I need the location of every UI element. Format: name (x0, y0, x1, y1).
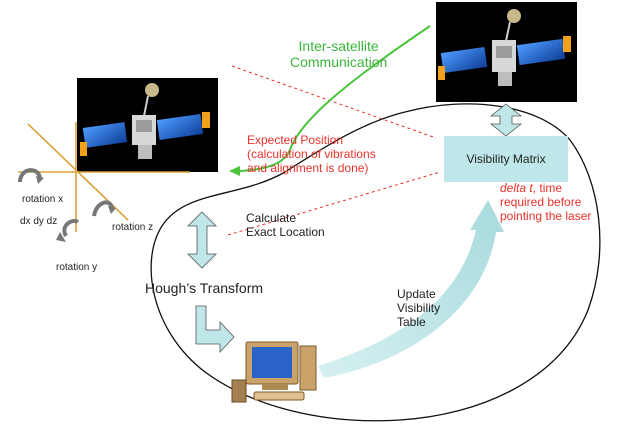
rotation-z-icon (92, 200, 116, 217)
satellite-right (436, 2, 577, 102)
dxdydz-label: dx dy dz (20, 216, 58, 227)
update-curved-arrow (318, 200, 504, 378)
visibility-matrix-box: Visibility Matrix (444, 136, 568, 182)
computer-icon (231, 341, 317, 403)
satellite-matrix-double-arrow (489, 103, 523, 137)
hough-bent-arrow (195, 305, 235, 354)
hough-label: Hough’s Transform (145, 280, 264, 296)
rotation-x-label: rotation x (22, 194, 64, 205)
calculate-double-arrow (187, 211, 217, 269)
rotation-z-label: rotation z (112, 222, 154, 233)
expected-position-label: Expected Position (calculation of vibrat… (247, 133, 376, 175)
visibility-matrix-label: Visibility Matrix (466, 152, 546, 166)
update-label: Update Visibility Table (397, 287, 441, 329)
calculate-label: Calculate Exact Location (246, 211, 325, 239)
inter-satellite-label: Inter-satellite Communication (290, 38, 388, 71)
dashed-line-top (231, 65, 437, 139)
rotation-y-icon (56, 219, 80, 242)
satellite-left (77, 78, 218, 172)
rotation-y-label: rotation y (56, 262, 98, 273)
delta-t-italic: delta t (500, 181, 533, 195)
delta-t-label: delta t, time required before pointing t… (500, 181, 592, 223)
rotation-x-icon (18, 168, 44, 184)
dashed-line-bottom (227, 171, 441, 236)
green-arrowhead (229, 166, 240, 176)
delta-t-rest: , time required before pointing the lase… (500, 181, 592, 223)
enclosing-boundary (150, 103, 601, 422)
inter-satellite-arrow (237, 25, 431, 172)
